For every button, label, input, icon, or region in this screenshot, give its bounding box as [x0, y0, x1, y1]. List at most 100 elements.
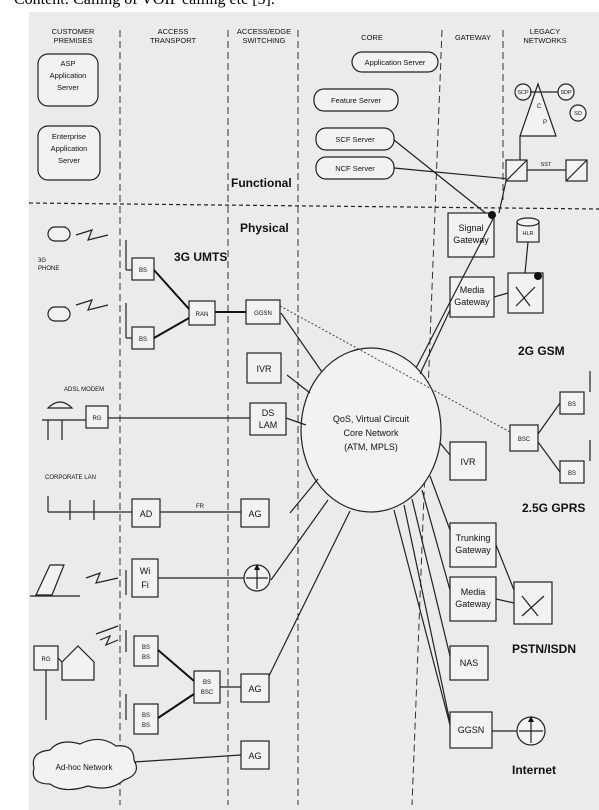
in-triangle [519, 82, 557, 137]
media-gateway-2 [449, 576, 497, 622]
gsm-switch-dot [534, 272, 542, 280]
house-icon [61, 645, 95, 681]
ag-1-label: AG [248, 509, 261, 519]
phone-icon [47, 226, 71, 242]
switch-2-diagonal [565, 159, 588, 182]
link-scf-signal-gateway [393, 139, 489, 216]
label-2-5g-gprs: 2.5G GPRS [522, 501, 585, 515]
ran-label: RAN [196, 312, 209, 318]
adsl-modem-label: ADSL MODEM [64, 387, 104, 393]
bs-bs-node-2 [133, 703, 159, 735]
plane-label-physical: Physical [240, 221, 289, 235]
ag-3-label: AG [248, 751, 261, 761]
pstn-switch [513, 581, 553, 625]
pstn-switch-diag2 [521, 595, 539, 617]
ivr-label: IVR [256, 364, 272, 374]
gsm-switch-diag [515, 286, 536, 307]
scf-server-label: SCF Server [335, 135, 375, 144]
dslam-node [249, 402, 287, 436]
ag-node-1 [240, 498, 270, 528]
sd-node [569, 104, 587, 122]
link-bs2-ran [153, 317, 190, 339]
application-server-label: Application Server [365, 58, 426, 67]
link-rg-house [57, 657, 63, 663]
umts-bs-1 [131, 257, 155, 281]
scp-label: SCP [517, 90, 529, 96]
rg-node-home [33, 645, 59, 671]
feature-server [313, 88, 399, 112]
ag-2-label: AG [248, 684, 261, 694]
ggsn-access-label: GGSN [254, 311, 272, 317]
adhoc-network-label: Ad-hoc Network [56, 763, 114, 772]
pstn-switch-diag [521, 595, 545, 617]
scf-server [315, 127, 395, 151]
ag-node-3 [240, 740, 270, 770]
link-ncf-legacy [393, 167, 521, 181]
ggsn-access-node [245, 299, 281, 325]
label-pstn-isdn: PSTN/ISDN [512, 642, 576, 656]
label-2g-gsm: 2G GSM [518, 344, 565, 358]
ag-node-2 [240, 673, 270, 703]
link-bsc-bs1 [537, 402, 561, 435]
media-gateway [449, 276, 495, 318]
telephone-icon [46, 401, 74, 409]
umts-bs-1-label: BS [139, 268, 147, 274]
nas-gateway [449, 645, 489, 681]
link-adhoc-ag [133, 754, 242, 763]
bsc-node [509, 424, 539, 452]
figure-caption: Content: Calling of VOIP calling etc [5]… [14, 0, 275, 9]
signal-gateway-dot [488, 211, 496, 219]
fr-label: FR [196, 504, 205, 510]
rg-node-adsl [85, 405, 109, 429]
router-arrow [254, 564, 260, 570]
ivr-node [246, 352, 282, 384]
bs-bsc-node [193, 670, 221, 704]
hlr-top [516, 217, 540, 227]
wireless-link-icon [75, 299, 109, 311]
umts-bs-2-label: BS [139, 337, 147, 343]
rg-home-label: RG [42, 657, 51, 663]
ivr-gateway-label: IVR [460, 457, 476, 467]
wireless-link-icon [75, 229, 109, 241]
signal-gateway [447, 212, 495, 258]
wifi-node [131, 558, 159, 598]
wireless-link-icon [99, 634, 119, 647]
application-server [351, 51, 439, 73]
in-p-label: P [543, 120, 547, 126]
link-bsbs2-bsc [157, 693, 195, 719]
feature-server-label: Feature Server [331, 96, 382, 105]
antenna-icon [95, 625, 119, 635]
ggsn-gateway [449, 711, 493, 749]
sd-label: SD [574, 111, 582, 117]
link-trunking-pstn [495, 544, 515, 591]
ivr-gateway [449, 441, 487, 481]
sdp-label: SDP [560, 90, 572, 96]
globe-arrow [528, 716, 534, 722]
adhoc-network-cloud [32, 738, 137, 791]
laptop-icon [35, 564, 65, 596]
link-bsbs1-bsc [157, 649, 195, 682]
in-c-label: C [537, 104, 542, 110]
plane-label-functional: Functional [231, 176, 292, 190]
wireless-link-icon [85, 571, 119, 584]
gprs-bs-2-label: BS [568, 471, 576, 477]
asp-application-server [37, 53, 99, 107]
link-hlr-gsm [524, 241, 529, 274]
ggsn-gateway-label: GGSN [458, 725, 485, 735]
core-links [262, 216, 495, 726]
ad-label: AD [140, 509, 153, 519]
corporate-lan-label: CORPORATE LAN [45, 475, 96, 481]
